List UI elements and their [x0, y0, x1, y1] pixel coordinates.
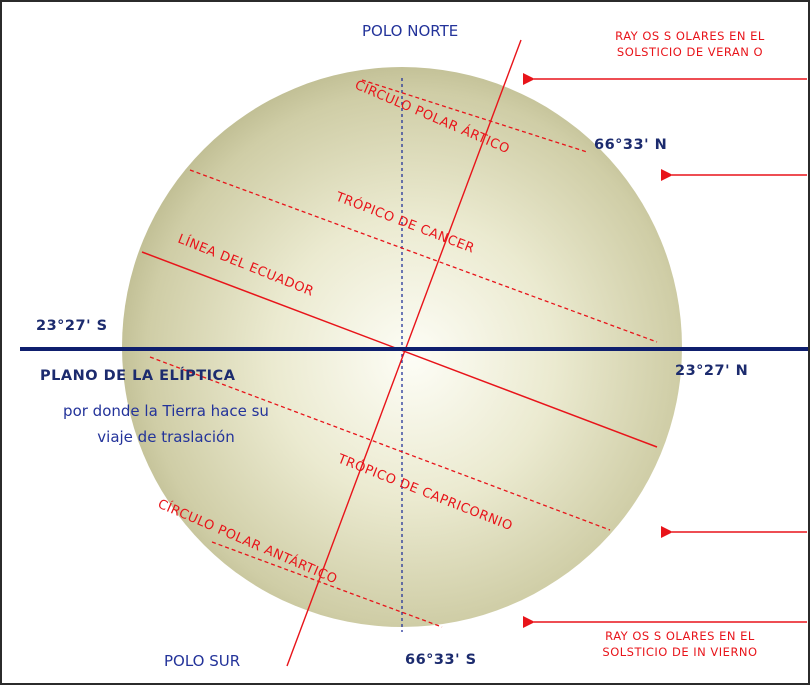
winter-rays-line-1: RAY OS S OLARES EN EL [605, 629, 755, 643]
latitude-23-south-label: 23°27' S [36, 318, 108, 334]
summer-rays-caption: RAY OS S OLARES EN EL SOLSTICIO DE VERAN… [580, 28, 800, 60]
tropic-cancer-line [189, 169, 658, 343]
tropic-capricorn-line [149, 356, 611, 531]
ecliptic-desc-line-2: viaje de traslación [97, 428, 235, 446]
summer-rays-line-2: SOLSTICIO DE VERAN O [616, 45, 764, 59]
winter-rays-caption: RAY OS S OLARES EN EL SOLSTICIO DE IN VI… [560, 628, 800, 660]
latitude-66-north-label: 66°33' N [594, 137, 668, 153]
latitude-66-south-label: 66°33' S [405, 652, 477, 668]
arctic-circle-line [361, 79, 588, 153]
winter-rays-line-2: SOLSTICIO DE IN VIERNO [602, 645, 758, 659]
north-pole-label: POLO NORTE [362, 22, 459, 40]
ecliptic-desc-line-1: por donde la Tierra hace su [63, 402, 269, 420]
latitude-23-north-label: 23°27' N [675, 363, 749, 379]
earth-axis-line [286, 39, 522, 667]
ecliptic-plane-description: por donde la Tierra hace su viaje de tra… [16, 398, 316, 450]
summer-rays-line-1: RAY OS S OLARES EN EL [615, 29, 765, 43]
antarctic-circle-line [211, 541, 443, 628]
ecliptic-plane-title: PLANO DE LA ELÍPTICA [40, 368, 236, 384]
south-pole-label: POLO SUR [164, 652, 241, 670]
